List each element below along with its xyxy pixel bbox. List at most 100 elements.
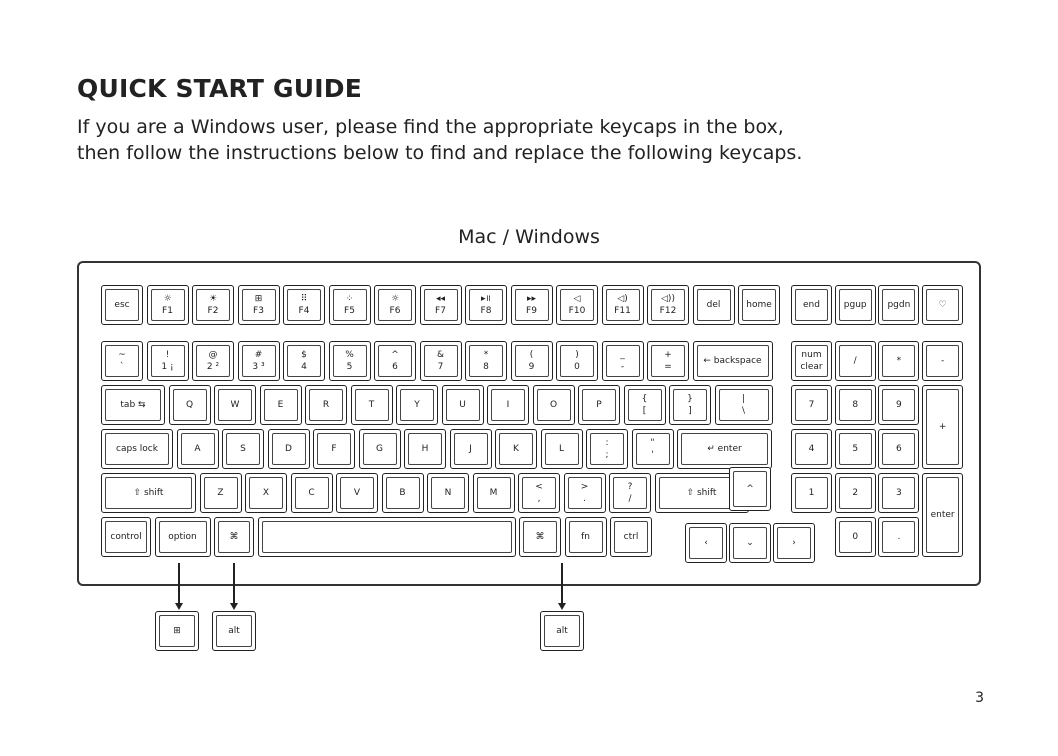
key-bottom-label: F9	[526, 306, 537, 316]
key-label: P	[596, 400, 602, 410]
key-down: ⌄	[729, 523, 771, 563]
key-label: H	[421, 444, 429, 454]
key-grave: ~`	[101, 341, 143, 381]
key-bottom-label: clear	[800, 362, 823, 372]
key-bottom-label: [	[642, 406, 647, 416]
key-top-label: ▸॥	[481, 294, 491, 304]
key-label: ⇧ shift	[133, 488, 164, 498]
key-bottom-label: F12	[659, 306, 677, 316]
key-rcmd: ⌘	[519, 517, 561, 557]
key-numclear: num clear	[791, 341, 832, 381]
key-numslash: /	[834, 341, 876, 381]
key-pgup: pgup	[834, 285, 876, 325]
key-ctrl: ctrl	[610, 517, 652, 557]
key-label: 4	[808, 444, 815, 454]
key-pgdn: pgdn	[878, 285, 920, 325]
key-top-label: }	[687, 394, 693, 404]
key-label: J	[469, 444, 472, 454]
key-bottom-label: `	[119, 362, 125, 372]
key-numminus: -	[922, 341, 964, 381]
key-option: option	[154, 517, 211, 557]
key-bottom-label: ;	[605, 450, 609, 460]
key-win: ⊞	[155, 611, 199, 651]
key-top-label: |	[741, 394, 746, 404]
key-numenter: enter	[922, 473, 964, 557]
key-label: 5	[852, 444, 859, 454]
connector-line	[178, 563, 180, 605]
key-bottom-label: -	[620, 362, 625, 372]
key-label: T	[368, 400, 375, 410]
key-num1: 1	[791, 473, 832, 513]
key-bottom-label: 1 ¡	[161, 362, 174, 372]
key-label: C	[308, 488, 315, 498]
key-rbracket: }]	[669, 385, 711, 425]
key-g: G	[358, 429, 401, 469]
key-bottom-label: ]	[688, 406, 692, 416]
key-space	[257, 517, 516, 557]
key-end: end	[791, 285, 832, 325]
key-lbracket: {[	[623, 385, 666, 425]
key-bottom-label: F3	[253, 306, 264, 316]
key-label: 0	[852, 532, 859, 542]
key-label: esc	[114, 300, 130, 310]
key-label: -	[940, 356, 945, 366]
key-numdot: .	[878, 517, 920, 557]
key-num7: 7	[791, 385, 832, 425]
key-label: I	[506, 400, 510, 410]
key-top-label: #	[254, 350, 263, 360]
key-label: K	[513, 444, 519, 454]
key-label: 7	[808, 400, 815, 410]
key-bottom-label: 9	[528, 362, 535, 372]
key-bottom-label: F2	[207, 306, 219, 316]
key-label: W	[230, 400, 240, 410]
key-label: tab ⇆	[120, 400, 146, 410]
key-f4: ⠿F4	[283, 285, 325, 325]
key-label: V	[353, 488, 361, 498]
key-bottom-label: 7	[437, 362, 444, 372]
key-label: Y	[414, 400, 420, 410]
key-f2: ☀F2	[192, 285, 234, 325]
key-label: 9	[896, 400, 902, 410]
key-top-label: {	[641, 394, 648, 404]
key-label: F	[331, 444, 337, 454]
key-6: ^6	[374, 341, 416, 381]
key-right: ›	[773, 523, 815, 563]
key-label: caps lock	[116, 444, 158, 454]
key-label: *	[896, 356, 902, 366]
key-label: +	[938, 422, 947, 432]
key-top-label: %	[345, 350, 354, 360]
key-num5: 5	[834, 429, 876, 469]
key-b: B	[381, 473, 424, 513]
key-label: E	[277, 400, 284, 410]
key-label: fn	[581, 532, 590, 542]
key-label: R	[322, 400, 330, 410]
key-control: control	[101, 517, 151, 557]
key-num2: 2	[834, 473, 876, 513]
key-label: del	[706, 300, 721, 310]
key-label: 8	[852, 400, 859, 410]
key-x: X	[245, 473, 287, 513]
key-i: I	[487, 385, 529, 425]
connector-arrow	[558, 603, 566, 610]
key-caps: caps lock	[101, 429, 173, 469]
key-label: ⌘	[535, 532, 545, 542]
key-f11: ◁)F11	[601, 285, 644, 325]
key-top-label: "	[650, 438, 655, 448]
key-num9: 9	[878, 385, 920, 425]
key-label: 6	[896, 444, 902, 454]
key-r: R	[305, 385, 347, 425]
key-label: B	[399, 488, 406, 498]
intro-line-1: If you are a Windows user, please find t…	[77, 116, 784, 138]
key-q: Q	[168, 385, 211, 425]
key-top-label: num	[801, 350, 822, 360]
key-label: 2	[852, 488, 859, 498]
key-p: P	[578, 385, 620, 425]
key-label: N	[444, 488, 452, 498]
key-label: S	[240, 444, 246, 454]
key-bottom-label: 3 ³	[252, 362, 265, 372]
key-7: &7	[419, 341, 462, 381]
key-3: #3 ³	[237, 341, 280, 381]
key-top-label: ◁))	[661, 294, 675, 304]
key-2: @2 ²	[192, 341, 234, 381]
key-n: N	[427, 473, 469, 513]
